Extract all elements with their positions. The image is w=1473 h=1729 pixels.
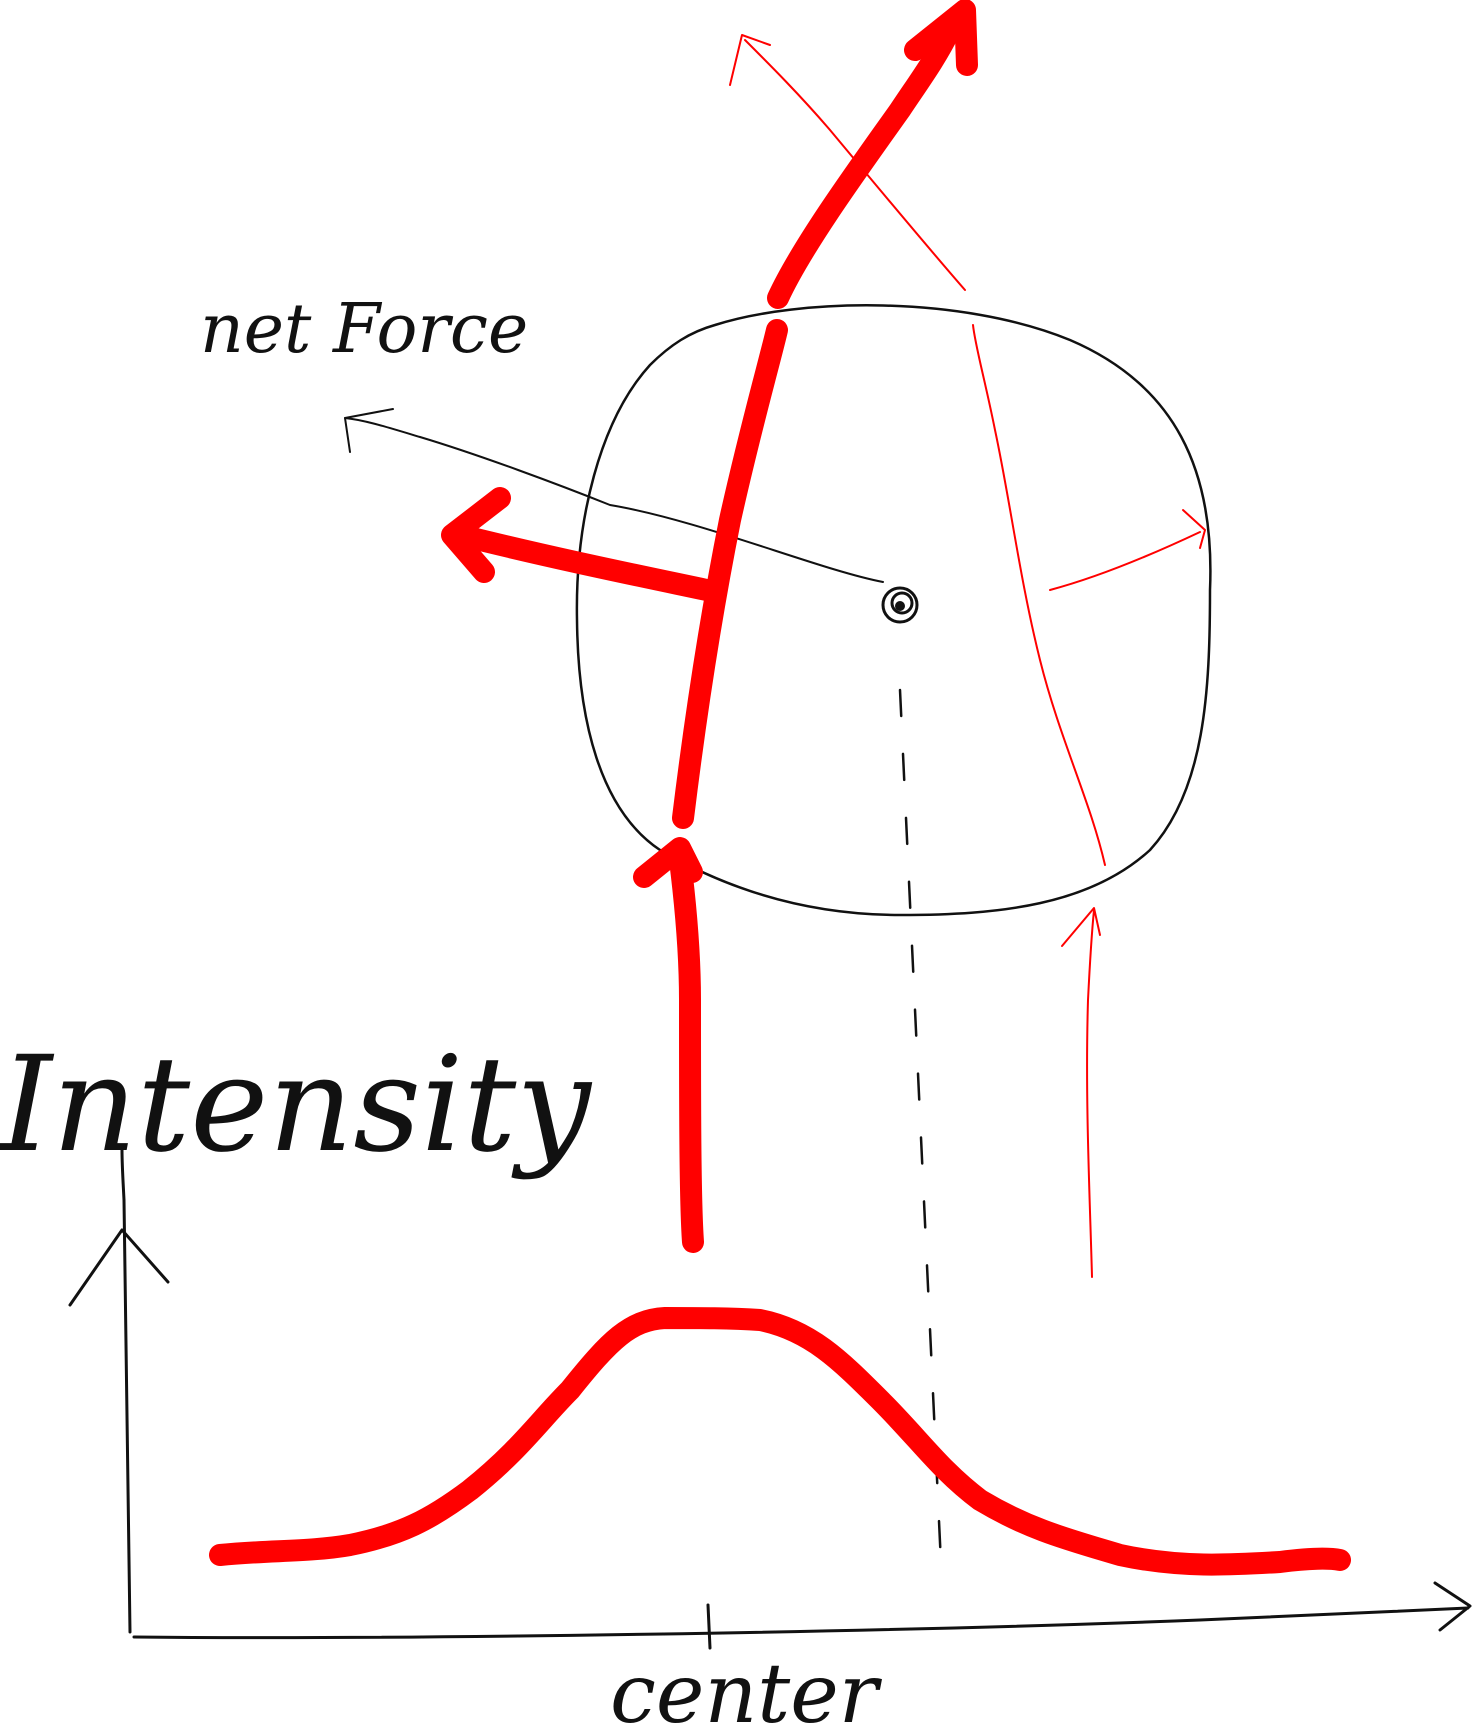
- y-axis: [68, 1148, 170, 1634]
- center-tick: [706, 1603, 712, 1650]
- net-force-pointer: [344, 408, 884, 583]
- intensity-curve: [209, 1307, 1351, 1576]
- force-arrow: [441, 487, 727, 603]
- center-label: center: [610, 1647, 883, 1729]
- intensity-label: Intensity: [0, 1028, 592, 1182]
- weak-force-arrow: [1049, 509, 1206, 591]
- particle-circle: [575, 304, 1212, 917]
- center-dashed-line: [898, 688, 944, 1587]
- center-dot: [881, 586, 919, 624]
- weak-ray: [729, 34, 1106, 1278]
- net-force-label: net Force: [200, 290, 528, 369]
- x-axis: [132, 1581, 1472, 1640]
- strong-ray: [633, 0, 978, 1253]
